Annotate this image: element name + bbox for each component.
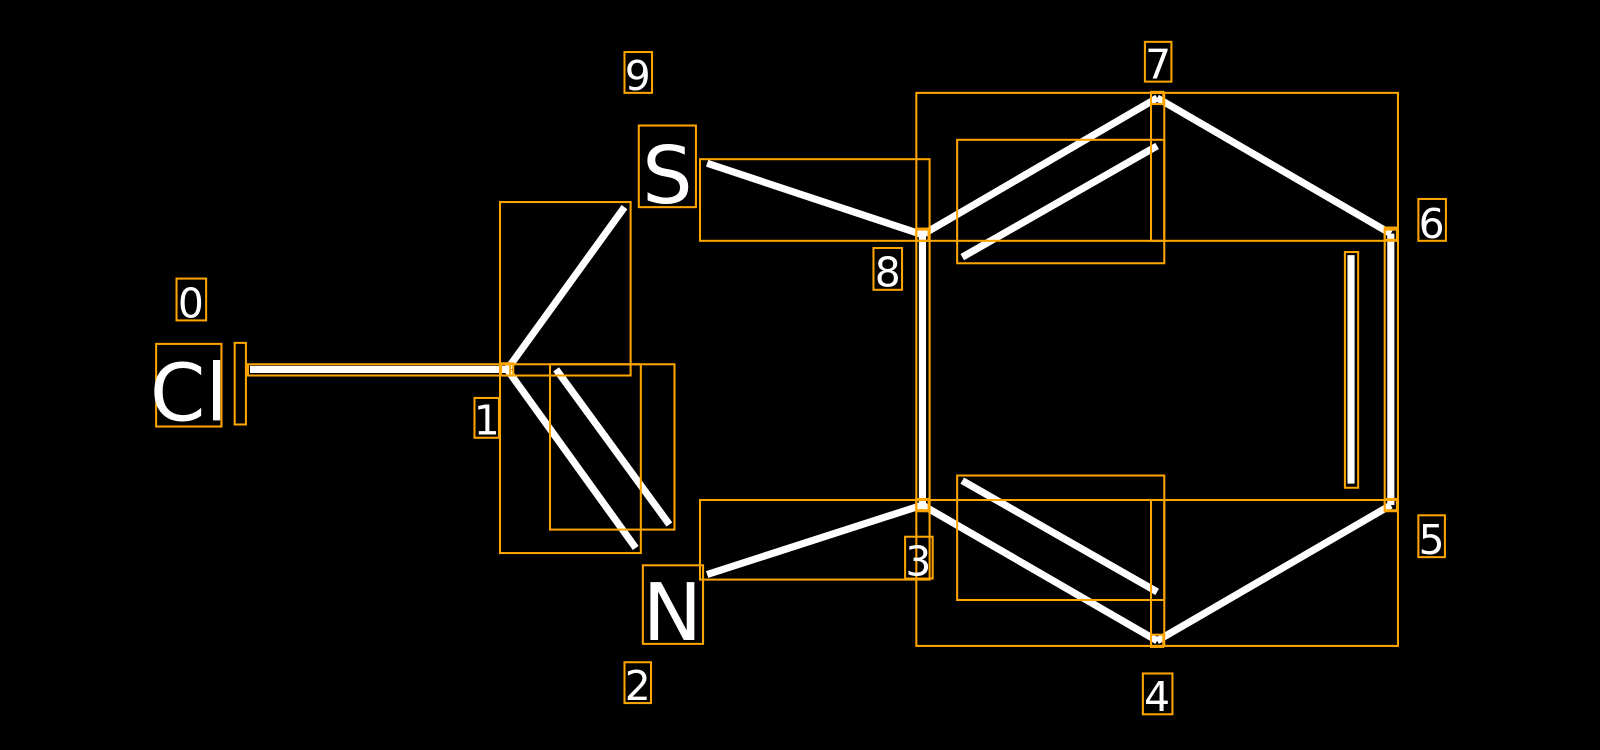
atom-index-label: 3 [905,538,931,586]
bond-line [1155,502,1393,644]
bond-bounding-box [246,363,512,377]
atom-symbol-s: S [642,129,693,222]
atom-node-box [915,497,930,513]
index-bounding-box [1143,40,1173,83]
bond-bounding-box [698,158,931,242]
index-bounding-box [175,277,208,322]
bond-bounding-box [1150,91,1399,242]
bond-line [504,367,639,551]
bond-5-4 [1155,502,1393,644]
bond-1-9 [504,205,628,372]
index-bounding-box [904,535,934,580]
bond-inner-line [553,367,673,527]
atom-symbol-cl: Cl [150,346,228,439]
bond-1-2 [504,367,673,551]
atom-index-label: 7 [1145,41,1171,89]
bond-inner-line [960,477,1159,595]
atom-bounding-box [641,564,705,645]
bond-line [706,159,924,239]
bond-line [1155,94,1393,237]
index-bounding-box [623,661,653,705]
atom-node-box [915,227,930,242]
bond-inner-line [960,142,1159,261]
atom-symbol-n: N [643,566,703,659]
bond-7-6 [1155,94,1393,237]
atom-index-label: 4 [1144,673,1170,721]
index-bounding-box [1417,514,1446,559]
index-bounding-box [1141,672,1174,716]
bond-bounding-box [956,138,1166,265]
bond-bounding-box [498,201,632,377]
atom-node-box [1383,226,1398,241]
bond-line [504,205,628,372]
index-bounding-box [872,246,904,291]
bond-9-8 [706,159,924,239]
atom-index-label: 5 [1419,516,1445,564]
atom-index-label: 6 [1419,200,1445,248]
bond-bounding-box [698,498,931,581]
bond-line [920,94,1159,238]
atom-node-box [500,362,515,377]
bond-line [920,502,1159,644]
bond-bounding-box [956,474,1166,602]
bond-bounding-box [1150,498,1399,647]
atom-index-label: 9 [625,52,651,100]
bond-8-7 [920,94,1159,261]
index-bounding-box [1417,197,1447,242]
atom-index-label: 8 [875,249,901,297]
bond-2-3 [706,501,924,578]
atom-index-label: 2 [625,662,651,710]
bond-bounding-box [548,363,676,531]
atom-node-box [1150,633,1165,648]
bond-6-5 [1347,233,1395,506]
atom-node-box [1150,90,1165,106]
atom-index-label: 1 [474,397,500,445]
atom-bounding-box [155,342,223,428]
atom-node-box [1383,497,1398,513]
index-bounding-box [473,396,500,439]
atom-index-label: 0 [178,279,204,327]
atom-bounding-box [637,124,697,209]
index-bounding-box [623,51,654,94]
bond-bounding-box [1343,251,1360,489]
atom-bounding-box [233,341,247,426]
bond-line [706,501,924,578]
